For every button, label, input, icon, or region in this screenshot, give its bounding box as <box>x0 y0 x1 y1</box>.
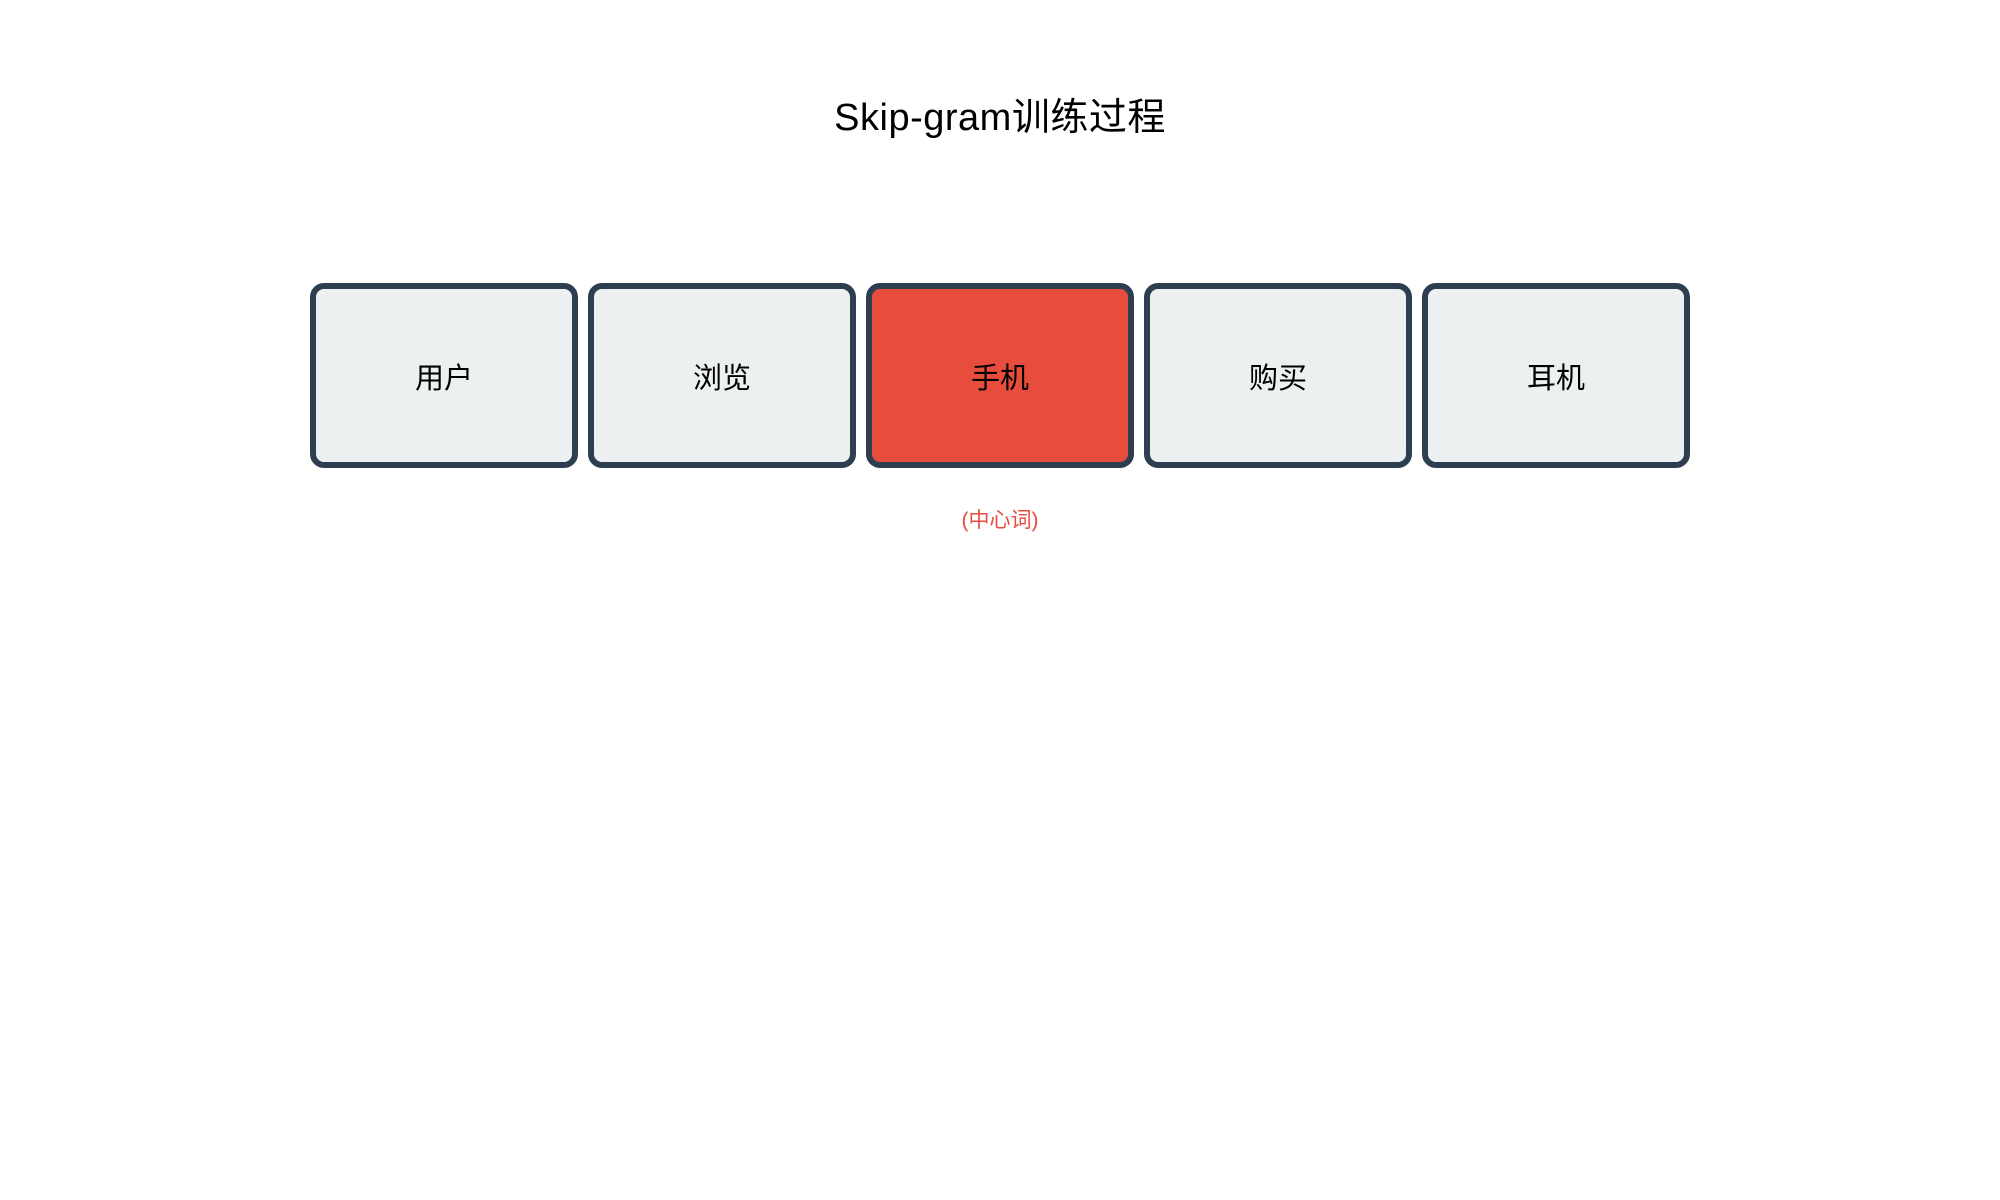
word-box-context-3: 购买 <box>1144 283 1412 468</box>
word-box-context-4: 耳机 <box>1422 283 1690 468</box>
word-box-context-1: 用户 <box>310 283 578 468</box>
word-box-center: 手机 <box>866 283 1134 468</box>
word-sequence-row: 用户 浏览 手机 购买 耳机 <box>0 283 2000 468</box>
word-box-context-2: 浏览 <box>588 283 856 468</box>
center-word-annotation: (中心词) <box>961 509 1039 532</box>
diagram-title: Skip-gram训练过程 <box>834 97 1166 139</box>
